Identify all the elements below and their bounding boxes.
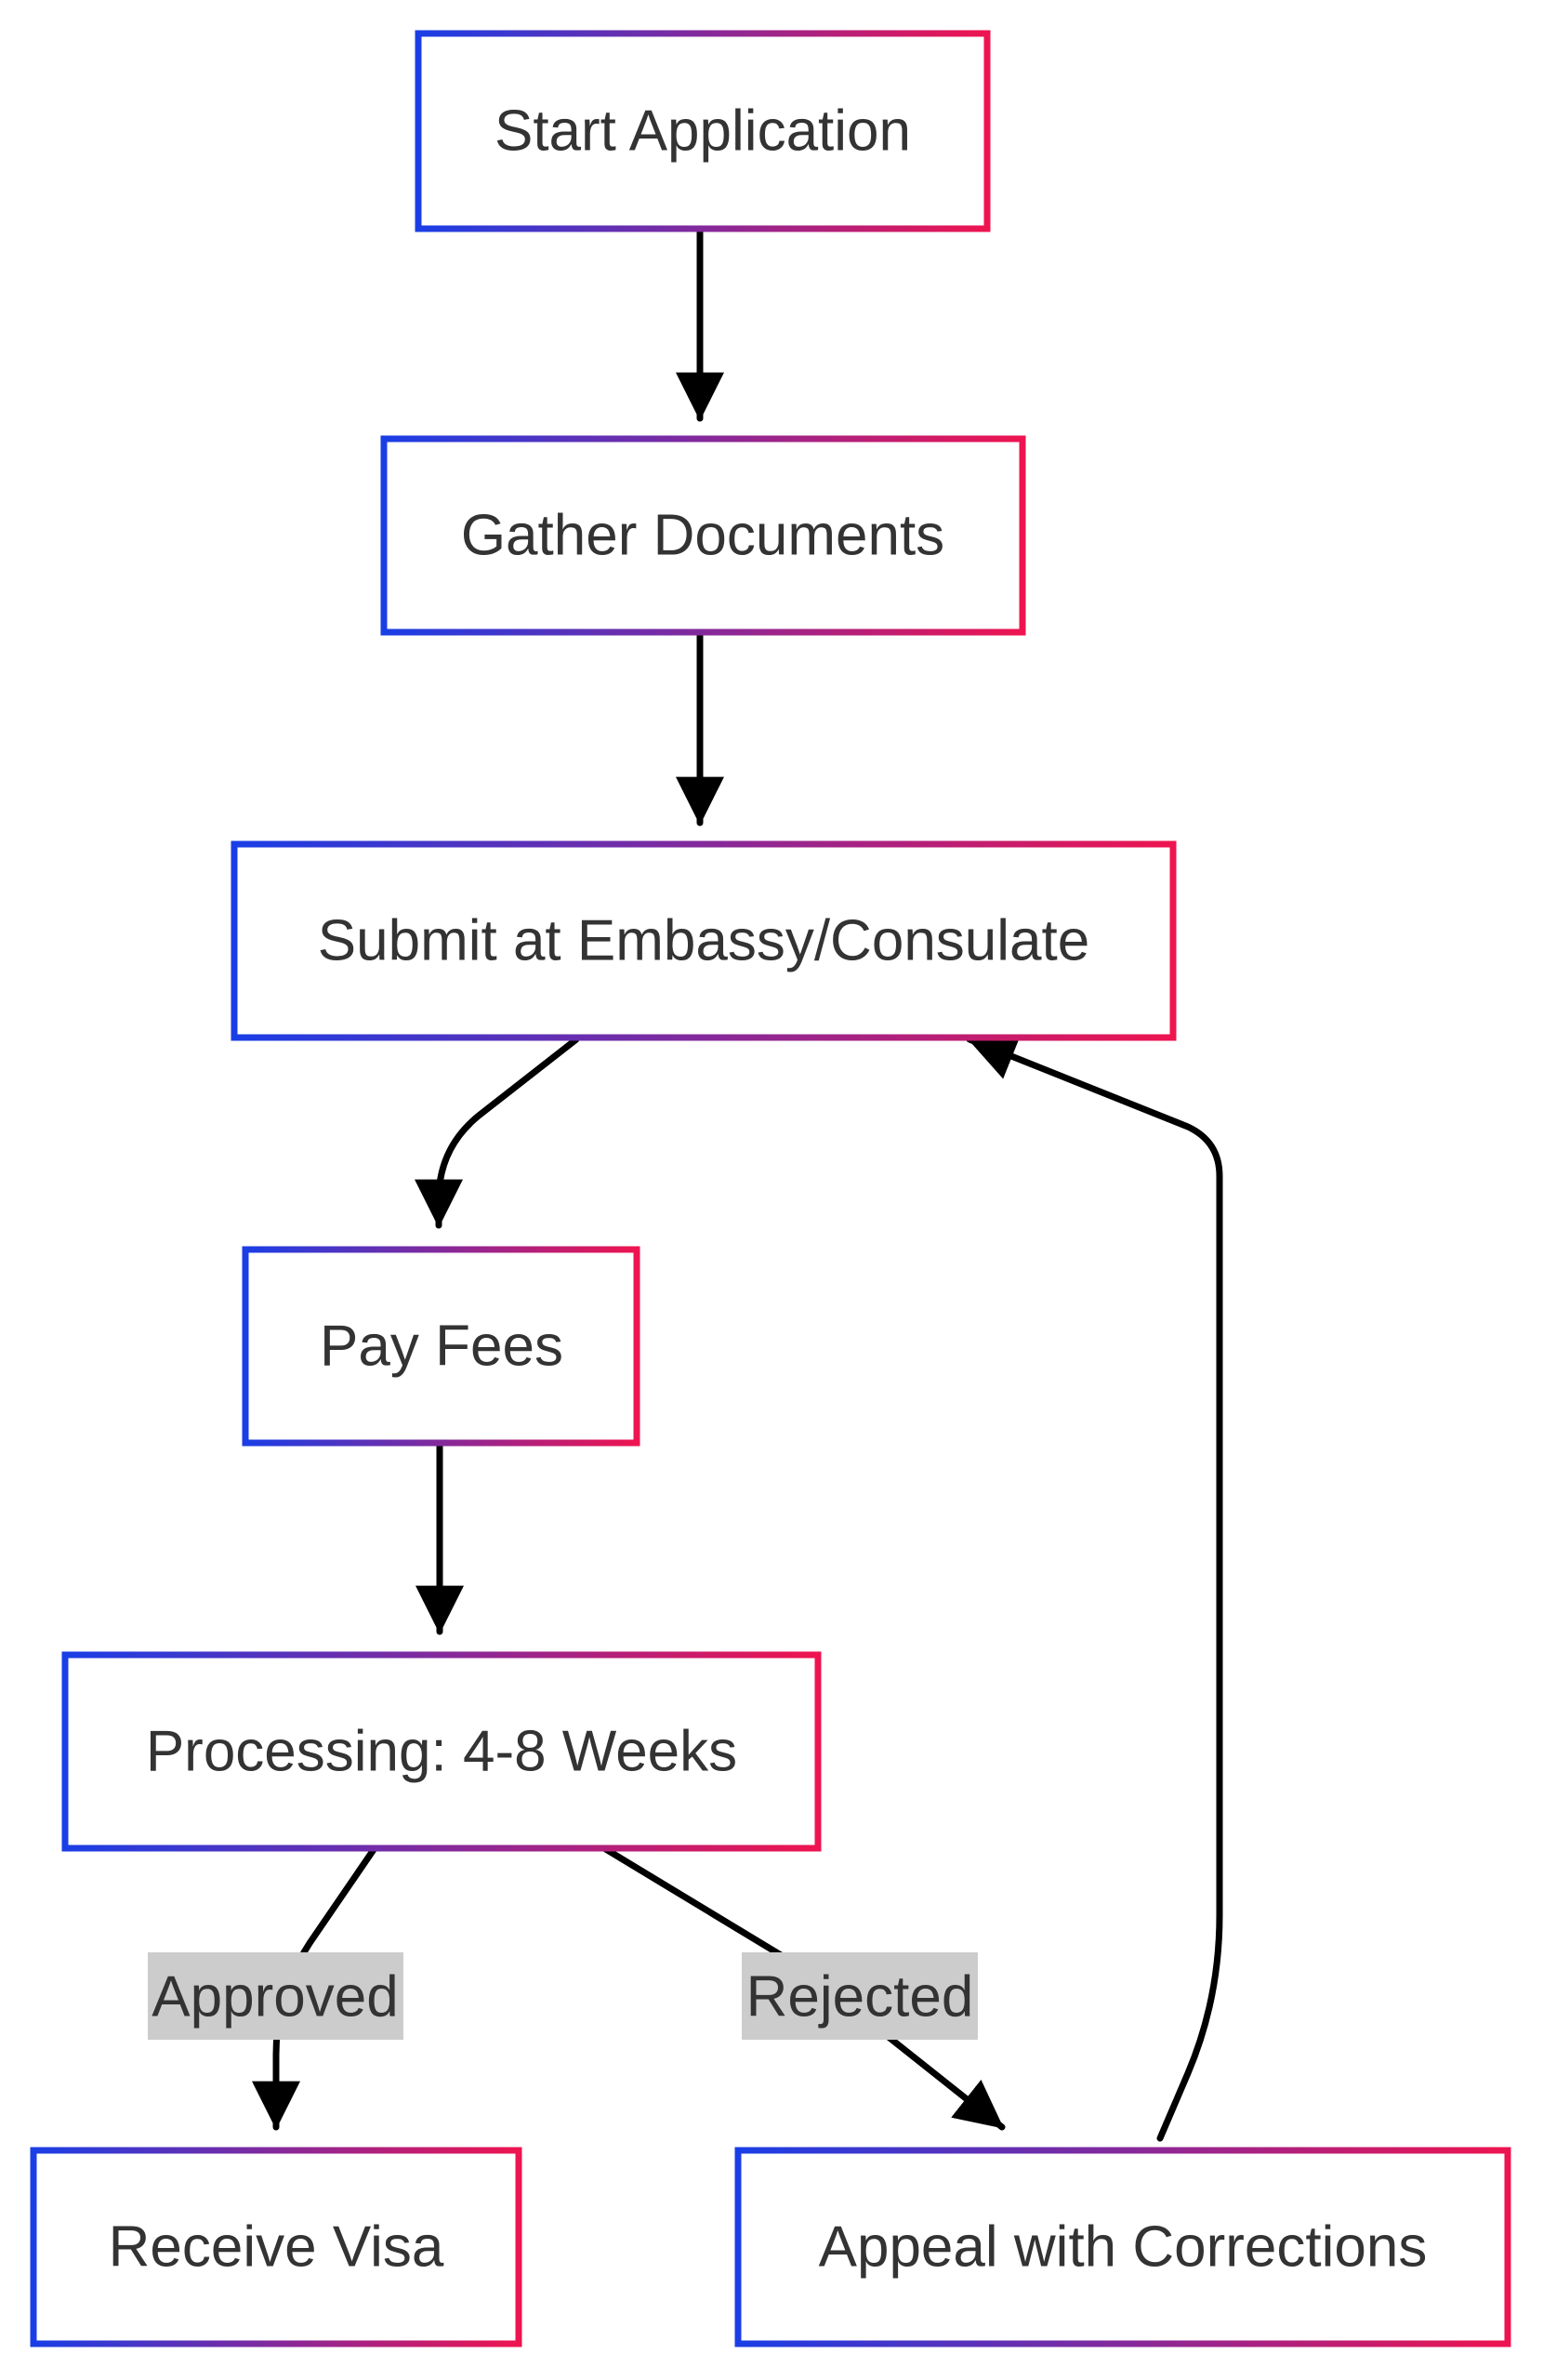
nodes: Start Application Gather Documents Submi… xyxy=(30,30,1511,2347)
edge-label-rejected-background xyxy=(742,1952,978,2040)
edge-label-rejected-text: Rejected xyxy=(746,1965,974,2030)
node-receive-visa: Receive Visa xyxy=(30,2147,522,2347)
node-start-application-box xyxy=(415,30,991,232)
node-submit-embassy-label: Submit at Embassy/Consulate xyxy=(318,909,1090,973)
node-processing: Processing: 4-8 Weeks xyxy=(61,1651,822,1852)
node-start-application: Start Application xyxy=(415,30,991,232)
node-gather-documents-label: Gather Documents xyxy=(461,504,944,568)
node-submit-embassy-box xyxy=(231,840,1177,1041)
node-receive-visa-box xyxy=(30,2147,522,2347)
edge-label-rejected: Rejected xyxy=(742,1952,978,2040)
node-processing-label: Processing: 4-8 Weeks xyxy=(146,1720,737,1784)
node-pay-fees-label: Pay Fees xyxy=(320,1315,563,1379)
node-gather-documents-box xyxy=(380,435,1026,636)
node-receive-visa-label: Receive Visa xyxy=(109,2215,444,2280)
node-pay-fees: Pay Fees xyxy=(242,1246,640,1447)
node-gather-documents: Gather Documents xyxy=(380,435,1026,636)
edge-labels: Approved Rejected xyxy=(148,1952,978,2040)
node-appeal-corrections-box xyxy=(734,2147,1511,2347)
node-appeal-corrections: Appeal with Corrections xyxy=(734,2147,1511,2347)
edge-label-approved-text: Approved xyxy=(152,1965,398,2030)
node-submit-embassy: Submit at Embassy/Consulate xyxy=(231,840,1177,1041)
edge-label-approved: Approved xyxy=(148,1952,403,2040)
node-start-application-label: Start Application xyxy=(495,99,911,164)
edge-appeal-to-submit xyxy=(966,1034,1223,2142)
edge-label-approved-background xyxy=(148,1952,403,2040)
node-appeal-corrections-label: Appeal with Corrections xyxy=(819,2215,1428,2280)
edge-submit-to-pay xyxy=(415,1036,580,1229)
node-pay-fees-box xyxy=(242,1246,640,1447)
node-processing-box xyxy=(61,1651,822,1852)
